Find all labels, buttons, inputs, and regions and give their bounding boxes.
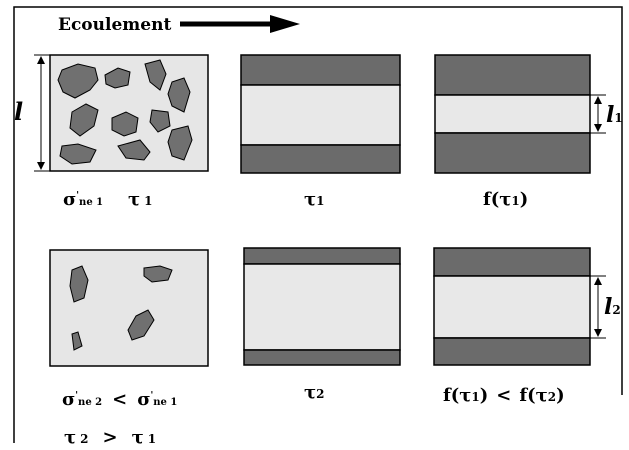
flow-arrow-icon	[180, 15, 300, 33]
grain	[143, 265, 173, 283]
grain	[167, 77, 191, 113]
shear-caption-row1-panel2: τ1	[304, 189, 324, 210]
grain	[111, 111, 139, 137]
grain	[167, 125, 193, 161]
layered-sample-panel-5	[243, 247, 401, 366]
stress-label-row1: σ'ne 1	[63, 189, 103, 210]
granular-sample-panel-4	[49, 249, 209, 367]
grain	[71, 331, 83, 351]
grain	[69, 103, 99, 137]
dimension-label-l: l	[14, 97, 23, 126]
grain	[149, 109, 171, 133]
shear-caption-row2-panel2: τ2	[304, 382, 324, 403]
grain	[117, 139, 151, 161]
layered-sample-panel-6	[433, 247, 591, 366]
layered-sample-panel-2	[240, 54, 401, 174]
granular-sample-panel-1	[49, 54, 209, 172]
grain	[127, 309, 155, 341]
dimension-label-l2: l2	[604, 294, 621, 320]
grain	[69, 265, 89, 303]
layered-sample-panel-3	[434, 54, 591, 174]
grain	[104, 67, 131, 89]
grain	[144, 59, 167, 91]
figure-frame	[13, 6, 623, 443]
function-caption-row1: f(τ1)	[483, 189, 528, 210]
flow-label: Ecoulement	[58, 15, 171, 35]
thickness-dimension-l1	[590, 94, 606, 134]
grain	[59, 143, 97, 165]
grain	[57, 63, 99, 99]
function-comparison: f(τ1)<f(τ2)	[443, 385, 565, 406]
dimension-label-l1: l1	[606, 102, 623, 128]
thickness-dimension-l2	[590, 275, 606, 339]
stress-comparison: σ'ne 2<σ'ne 1	[62, 389, 177, 410]
thickness-dimension-l	[34, 54, 52, 172]
